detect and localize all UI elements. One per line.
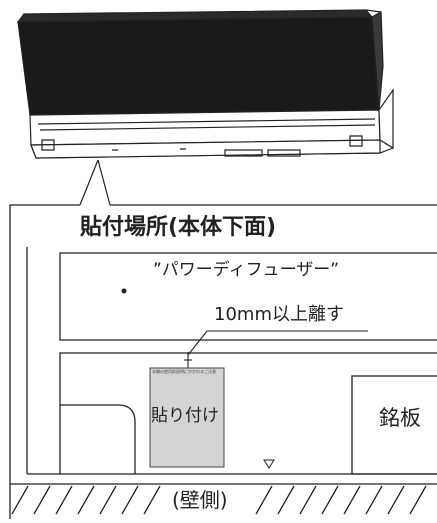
diagram-title: 貼付場所(本体下面) — [80, 215, 277, 240]
sticker-label-text: 貼り付け — [151, 406, 219, 426]
ac-unit — [16, 9, 394, 159]
callout-lines — [79, 159, 111, 206]
nameplate-label: 銘板 — [379, 406, 421, 430]
wall-side-label: (壁側) — [170, 488, 230, 512]
triangle-down-icon — [263, 459, 275, 469]
detail-panel — [9, 204, 437, 519]
wall-hatching — [11, 485, 427, 515]
distance-label: 10mm以上離す — [214, 304, 344, 325]
sticker-small-text: 本機の使用前説明にかかわるご注意 — [152, 369, 216, 374]
distance-leader — [184, 330, 368, 368]
diffuser-label: ”パワーディフューザー” — [153, 260, 340, 280]
sticker-label — [149, 367, 225, 468]
bullet-icon — [121, 288, 127, 294]
